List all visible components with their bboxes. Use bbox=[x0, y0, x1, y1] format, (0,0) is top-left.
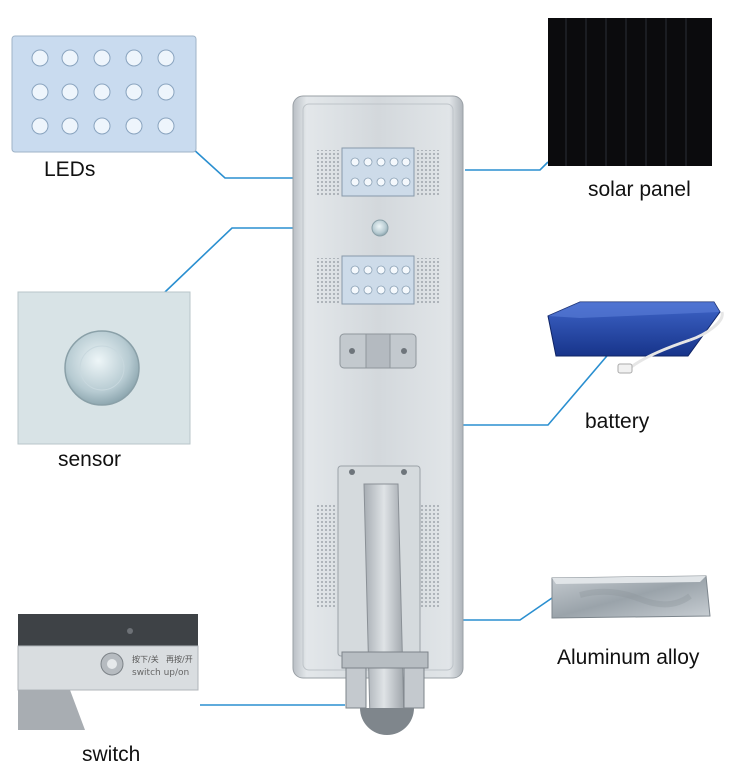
battery-image bbox=[547, 301, 724, 374]
leader-line-alloy bbox=[462, 597, 553, 621]
street-light-body bbox=[292, 95, 464, 735]
label-switch: switch bbox=[82, 743, 141, 766]
solar-panel-image bbox=[548, 18, 712, 166]
label-aluminum-alloy: Aluminum alloy bbox=[557, 646, 700, 669]
switch-panel-text-right: 再按/开 bbox=[166, 655, 193, 664]
switch-panel-text-left: 按下/关 bbox=[132, 655, 159, 664]
label-sensor: sensor bbox=[58, 448, 122, 471]
leader-line-battery bbox=[425, 349, 613, 426]
switch-closeup-image bbox=[17, 614, 199, 730]
sensor-closeup-image bbox=[17, 291, 191, 445]
label-battery: battery bbox=[585, 410, 650, 433]
label-solar-panel: solar panel bbox=[588, 178, 691, 201]
aluminum-alloy-image bbox=[551, 575, 711, 619]
label-leds: LEDs bbox=[44, 158, 96, 181]
leader-line-solar bbox=[465, 161, 549, 171]
switch-panel-text-sub: switch up/on bbox=[132, 668, 190, 678]
led-closeup-image bbox=[11, 35, 197, 153]
